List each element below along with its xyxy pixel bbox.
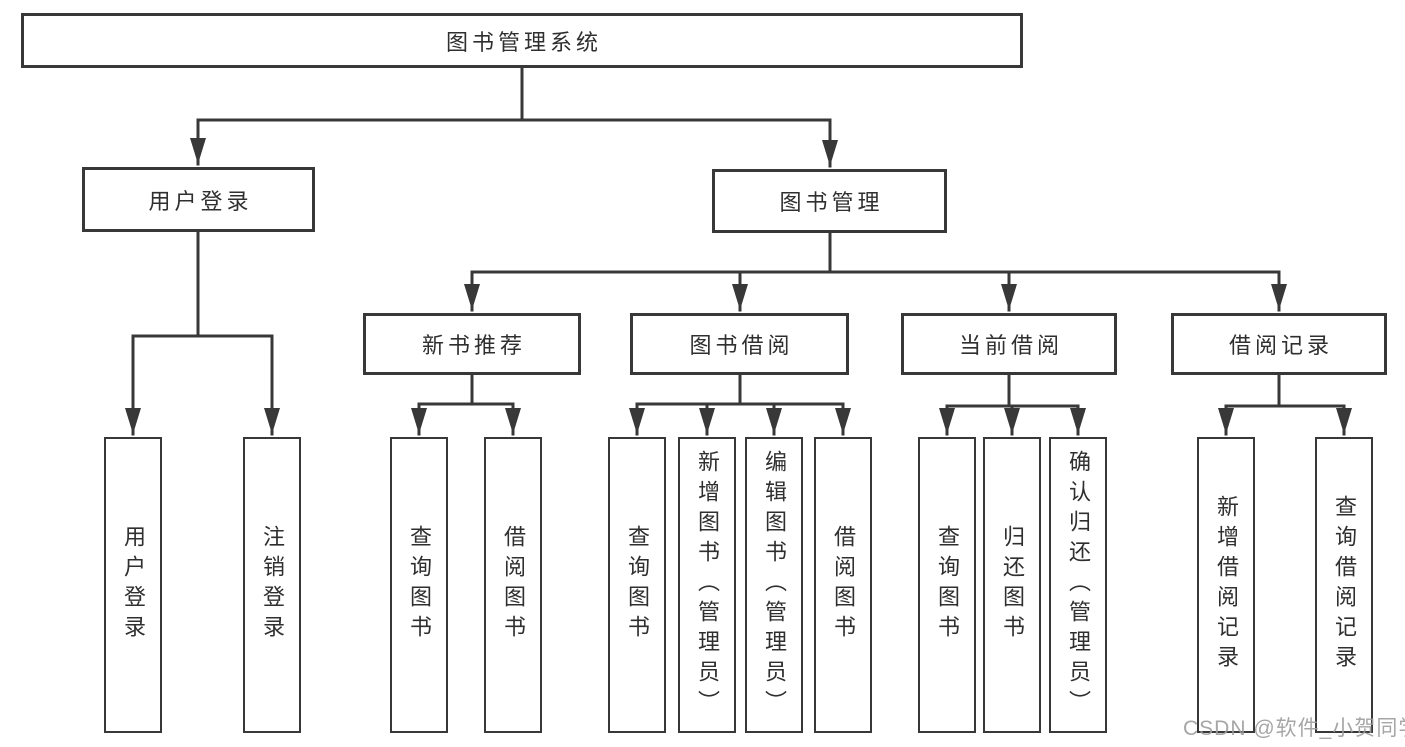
leaf-query-borrow-record-label: 查询借阅记录	[1332, 495, 1357, 675]
connector-rec-stem-bar	[417, 373, 515, 406]
leaf-add-borrow-record: 新增借阅记录	[1197, 437, 1255, 733]
leaf-edit-books-admin: 编辑图书（管理员）	[745, 437, 803, 733]
connector-root-branch	[190, 66, 838, 168]
node-system-root-label: 图书管理系统	[445, 29, 602, 55]
connector-records-stem-bar	[1224, 373, 1346, 408]
leaf-borrow-books-recommend: 借阅图书	[484, 437, 542, 733]
node-borrowing-records: 借阅记录	[1171, 313, 1387, 375]
connector-user-login-branch	[125, 230, 280, 436]
leaf-borrow-books: 借阅图书	[814, 437, 872, 733]
leaf-query-books-recommend-label: 查询图书	[407, 525, 432, 645]
connector-mgmt-stem-bar	[470, 231, 1281, 274]
leaf-query-books-current-label: 查询图书	[935, 525, 960, 645]
connector-current-stem-bar	[945, 373, 1080, 408]
leaf-confirm-return-admin: 确认归还（管理员）	[1049, 437, 1107, 733]
leaf-add-books-admin-label: 新增图书（管理员）	[695, 450, 720, 720]
node-system-root: 图书管理系统	[21, 13, 1023, 68]
leaf-query-borrow-record: 查询借阅记录	[1315, 437, 1373, 733]
connector-current-borrow-branch	[939, 373, 1086, 436]
leaf-borrow-books-recommend-label: 借阅图书	[501, 525, 526, 645]
connector-user-stem-bar	[131, 230, 274, 338]
leaf-add-borrow-record-label: 新增借阅记录	[1214, 495, 1239, 675]
node-book-management-label: 图书管理	[779, 190, 884, 215]
leaf-logout-login-label: 注销登录	[260, 525, 285, 645]
leaf-query-books-recommend: 查询图书	[390, 437, 448, 733]
connector-borrow-stem-bar	[635, 373, 845, 406]
leaf-query-books-borrowing-label: 查询图书	[625, 525, 650, 645]
node-current-borrowing: 当前借阅	[901, 313, 1117, 375]
leaf-add-books-admin: 新增图书（管理员）	[678, 437, 736, 733]
node-current-borrowing-label: 当前借阅	[958, 333, 1063, 358]
connector-new-book-rec-branch	[411, 373, 521, 436]
csdn-watermark: CSDN @软件_小贺同学	[1183, 717, 1405, 740]
connector-root-stem-bar	[196, 66, 832, 122]
leaf-return-books-label: 归还图书	[1000, 525, 1025, 645]
node-borrowing-records-label: 借阅记录	[1228, 333, 1333, 358]
connector-book-mgmt-branch	[464, 231, 1287, 312]
node-new-book-recommend: 新书推荐	[363, 313, 581, 375]
leaf-borrow-books-label: 借阅图书	[831, 525, 856, 645]
leaf-edit-books-admin-label: 编辑图书（管理员）	[762, 450, 787, 720]
leaf-query-books-current: 查询图书	[918, 437, 976, 733]
node-book-borrowing: 图书借阅	[630, 313, 849, 375]
leaf-user-login: 用户登录	[104, 437, 162, 733]
connector-book-borrow-branch	[629, 373, 851, 436]
node-book-management: 图书管理	[712, 169, 947, 233]
node-book-borrowing-label: 图书借阅	[689, 333, 794, 358]
node-new-book-recommend-label: 新书推荐	[421, 333, 526, 358]
leaf-logout-login: 注销登录	[243, 437, 301, 733]
node-user-login: 用户登录	[82, 167, 315, 232]
leaf-user-login-label: 用户登录	[121, 525, 146, 645]
leaf-return-books: 归还图书	[983, 437, 1041, 733]
leaf-query-books-borrowing: 查询图书	[608, 437, 666, 733]
node-user-login-label: 用户登录	[148, 188, 253, 214]
connector-borrow-records-branch	[1218, 373, 1352, 436]
leaf-confirm-return-admin-label: 确认归还（管理员）	[1066, 450, 1091, 720]
